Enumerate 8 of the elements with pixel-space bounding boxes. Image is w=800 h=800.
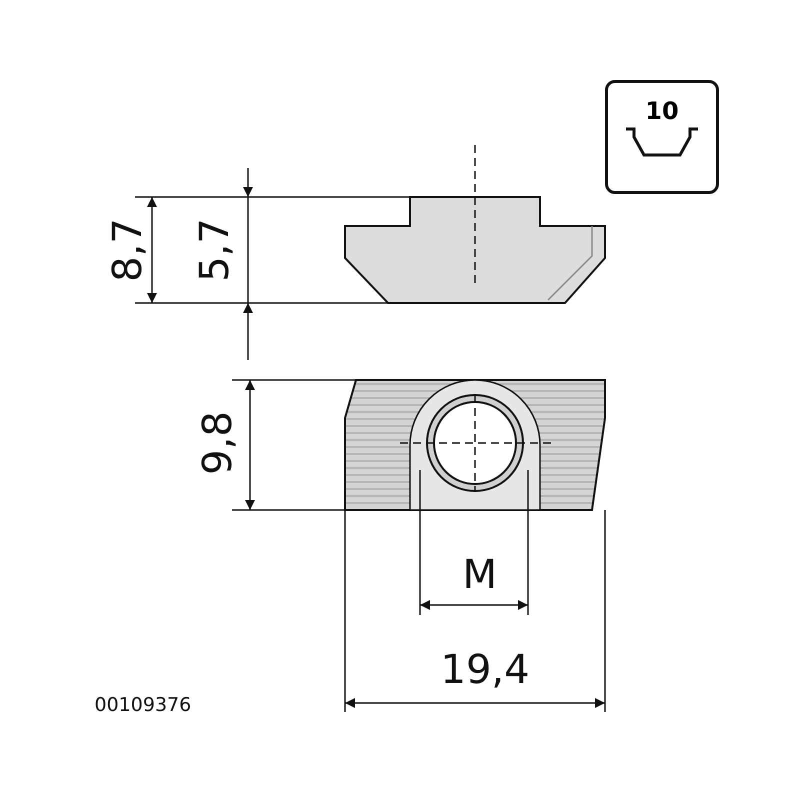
- dimension-value: 9,8: [198, 411, 238, 475]
- part-number: 00109376: [94, 696, 192, 714]
- dimension-value: 5,7: [194, 218, 235, 282]
- slot-size-label: 10: [644, 99, 680, 123]
- dimension-value: 19,4: [440, 650, 530, 690]
- dimension-value: 8,7: [108, 218, 148, 282]
- thread-label: M: [462, 555, 498, 595]
- profile-badge: [605, 80, 719, 194]
